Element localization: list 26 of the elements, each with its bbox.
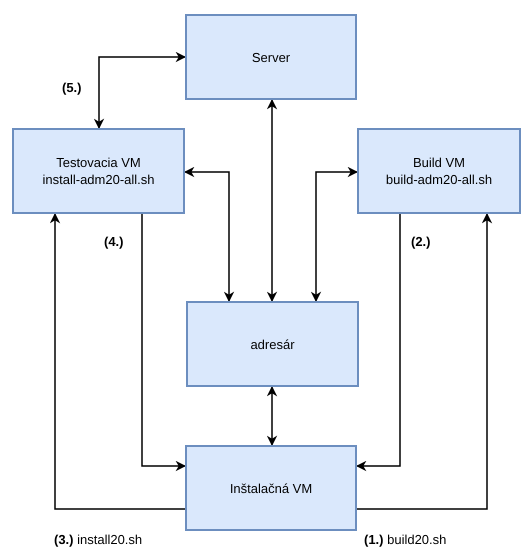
box-text: adresár [250, 336, 295, 352]
process-box [186, 301, 359, 387]
arrow [94, 52, 186, 130]
arrow [184, 166, 234, 302]
arrow [50, 212, 185, 510]
arrow [266, 98, 278, 302]
arrow [357, 212, 492, 510]
box-text: Server [252, 48, 290, 66]
box-text: Inštalačná VM [230, 480, 312, 496]
edge-label: (2.) [411, 234, 430, 249]
edge-label: (4.) [104, 234, 124, 249]
process-box [185, 445, 357, 531]
arrow [356, 214, 401, 472]
process-box [185, 14, 357, 100]
arrow [141, 214, 186, 472]
edge-label: (5.) [62, 80, 82, 95]
process-box [357, 128, 521, 214]
box-text: Build VM [412, 154, 466, 171]
box-text: Testovacia VM [56, 154, 141, 171]
box-text: build-adm20-all.sh [386, 171, 492, 188]
edge-label: (3.) install20.sh [54, 532, 142, 547]
arrow [310, 166, 358, 302]
arrow [266, 386, 278, 446]
process-box [12, 128, 185, 214]
box-text: install-adm20-all.sh [42, 171, 154, 188]
edge-label: (1.) build20.sh [364, 532, 446, 547]
